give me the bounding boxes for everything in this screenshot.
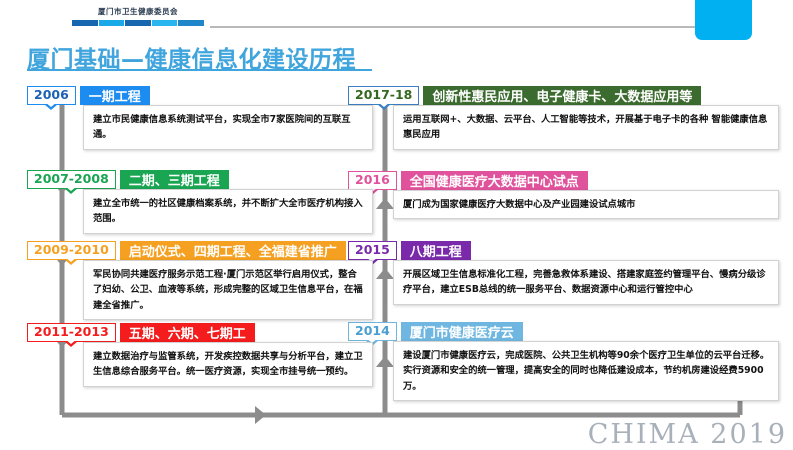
logo-color-bars <box>72 20 204 26</box>
timeline-description: 运用互联网+、大数据、云平台、人工智能等技术，开展基于电子卡的各种 智能健康信息… <box>393 105 779 150</box>
timeline-description: 开展区域卫生信息标准化工程，完善急救体系建设、搭建家庭签约管理平台、慢病分级诊疗… <box>393 260 779 305</box>
timeline-phase-badge: 启动仪式、四期工程、全福建省推广 <box>119 241 346 260</box>
timeline-year-label: 2006 <box>27 86 76 105</box>
timeline-phase-badge: 八期工程 <box>400 241 471 260</box>
corner-accent-block <box>695 0 752 40</box>
timeline-description: 厦门成为国家健康医疗大数据中心及产业园建设试点城市 <box>393 190 779 220</box>
watermark: CHIMA 2019 <box>587 419 787 450</box>
timeline-phase-badge: 五期、六期、七期工 <box>119 323 255 342</box>
timeline-year-label: 2009-2010 <box>27 241 116 260</box>
timeline-year-label: 2015 <box>348 241 397 260</box>
timeline-year-label: 2007-2008 <box>27 170 116 189</box>
header-divider <box>210 26 695 28</box>
timeline-description: 建立全市统一的社区健康档案系统，并不断扩大全市医疗机构接入范围。 <box>83 189 373 234</box>
timeline-year-label: 2011-2013 <box>27 323 116 342</box>
timeline-phase-badge: 创新性惠民应用、电子健康卡、大数据应用等 <box>423 86 702 105</box>
title-underline <box>27 69 372 71</box>
timeline-description: 建立数据治疗与监管系统，开发疾控数据共享与分析平台，建立卫生信息综合服务平台。统… <box>83 342 373 387</box>
timeline-year-label: 2017-18 <box>348 86 420 105</box>
timeline-description: 军民协同共建医疗服务示范工程·厦门示范区举行启用仪式，整合了妇幼、公卫、血液等系… <box>83 260 373 320</box>
timeline-phase-badge: 一期工程 <box>79 86 150 105</box>
timeline-year-label: 2016 <box>348 171 397 190</box>
timeline-phase-badge: 全国健康医疗大数据中心试点 <box>400 171 588 190</box>
org-logo: 厦门市卫生健康委员会 <box>72 6 204 26</box>
timeline-phase-badge: 二期、三期工程 <box>119 170 229 189</box>
page-title: 厦门基础—健康信息化建设历程 <box>27 47 356 73</box>
timeline-description: 建设厦门市健康医疗云，完成医院、公共卫生机构等90余个医疗卫生单位的云平台迁移。… <box>393 341 779 401</box>
org-name: 厦门市卫生健康委员会 <box>98 7 178 16</box>
timeline-description: 建立市民健康信息系统测试平台，实现全市7家医院间的互联互通。 <box>83 105 373 150</box>
timeline-year-label: 2014 <box>348 322 397 341</box>
timeline-phase-badge: 厦门市健康医疗云 <box>400 322 523 341</box>
